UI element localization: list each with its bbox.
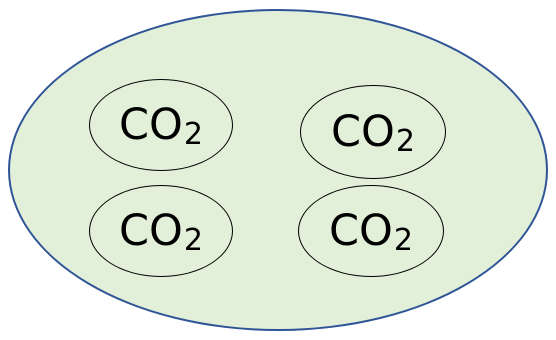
molecule-subscript: 2: [395, 124, 415, 159]
molecule-formula: CO: [119, 99, 183, 150]
container-ellipse: [8, 9, 548, 331]
molecule-subscript: 2: [183, 223, 203, 258]
molecule-subscript: 2: [393, 223, 413, 258]
molecule-subscript: 2: [183, 117, 203, 152]
molecule-formula: CO: [331, 106, 395, 157]
molecule-formula: CO: [119, 205, 183, 256]
molecule-formula: CO: [329, 205, 393, 256]
